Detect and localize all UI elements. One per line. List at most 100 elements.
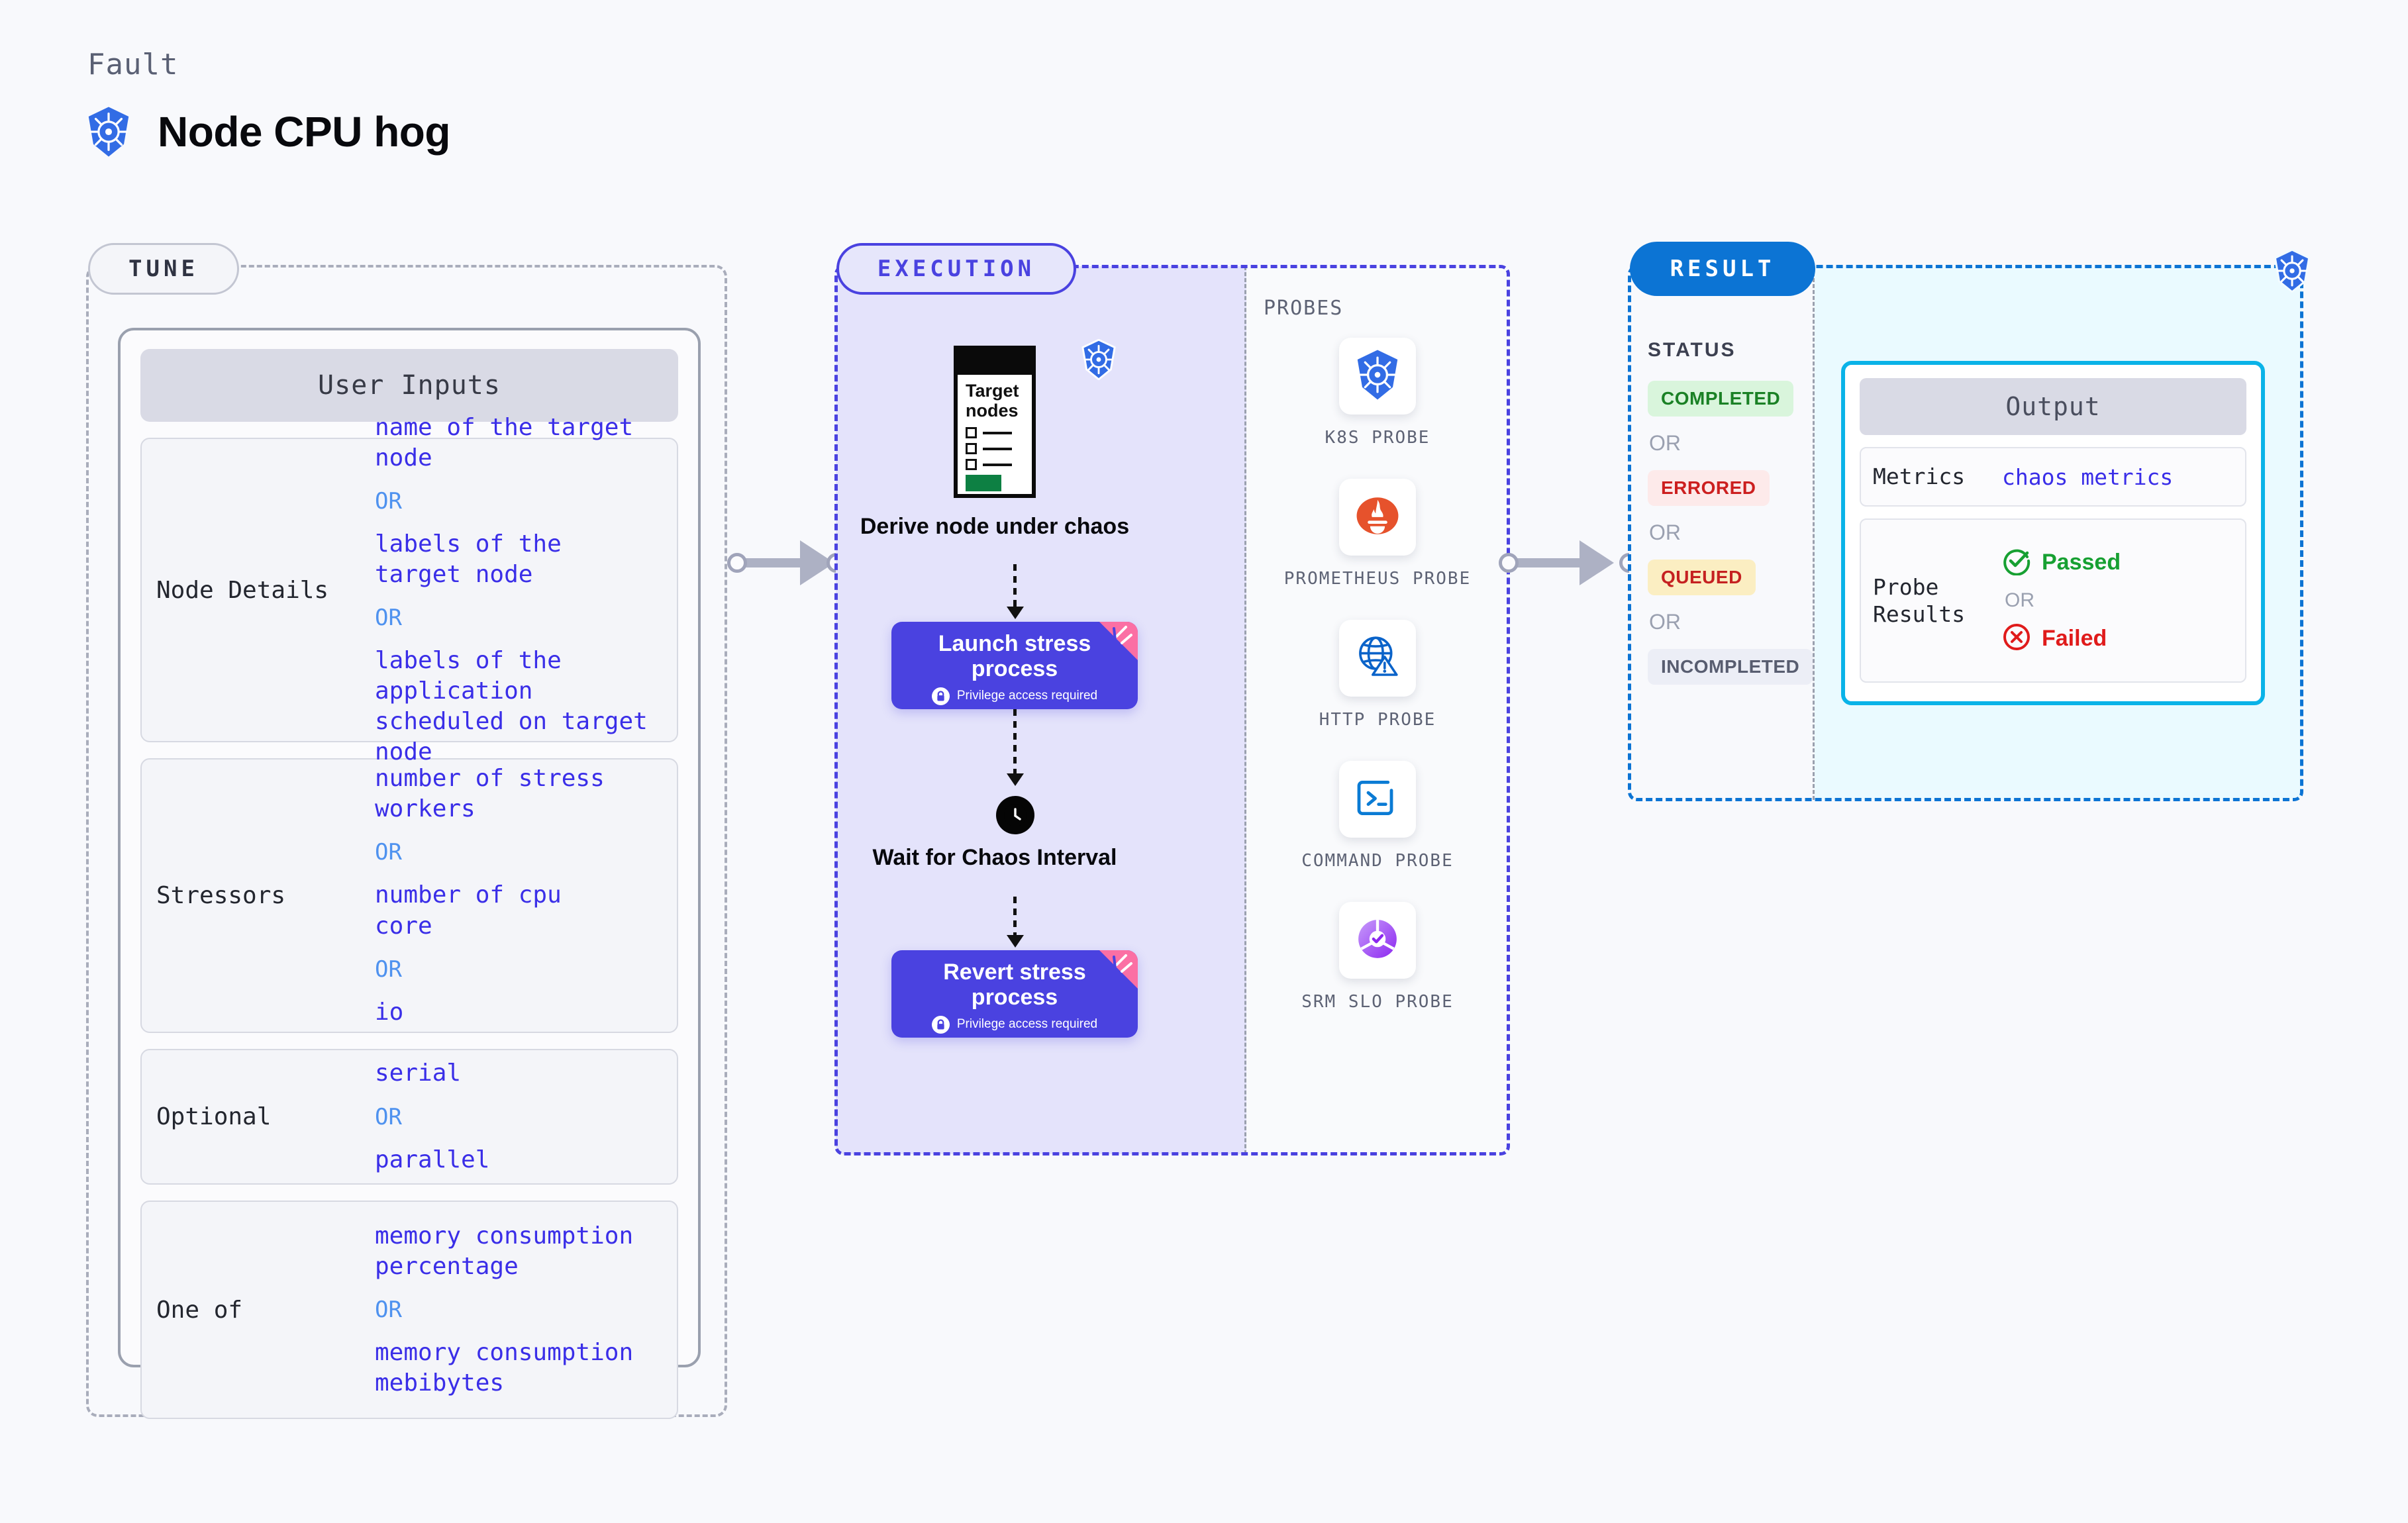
action-title: Launch stress process <box>938 631 1091 682</box>
row-values: serial OR parallel <box>375 1058 662 1175</box>
execution-flow: Target nodes Derive node under chaos Lau… <box>836 266 1246 1154</box>
fault-eyebrow: Fault <box>87 48 179 81</box>
or-separator: OR <box>375 487 402 515</box>
or-separator: OR <box>375 1297 402 1323</box>
check-circle-icon <box>2002 546 2031 579</box>
output-row-probe-results: Probe Results Passed OR <box>1860 518 2246 683</box>
kubernetes-icon <box>85 106 132 158</box>
passed-label: Passed <box>2042 550 2121 575</box>
harness-ribbon-icon <box>1099 950 1138 989</box>
row-values: memory consumption percentage OR memory … <box>375 1221 662 1399</box>
checkbox-icon <box>966 427 977 439</box>
probes-section-label: PROBES <box>1264 297 1344 320</box>
row-values: name of the target node OR labels of the… <box>375 413 662 768</box>
row-label: One of <box>156 1296 243 1324</box>
output-title: Output <box>1860 378 2246 435</box>
probe-tile <box>1339 338 1416 415</box>
flow-arrowhead <box>1007 773 1024 786</box>
probe-item-srm-slo[interactable]: SRM SLO PROBE <box>1246 902 1509 1014</box>
terminal-icon <box>1354 777 1401 822</box>
fault-title-row: Node CPU hog <box>85 106 450 158</box>
tune-pill[interactable]: TUNE <box>88 243 239 295</box>
probe-label: K8S PROBE <box>1325 428 1430 448</box>
document-topbar <box>958 350 1032 375</box>
value-text: memory consumption mebibytes <box>375 1339 634 1397</box>
page-title: Node CPU hog <box>158 108 450 156</box>
user-inputs-card: User Inputs Node Details name of the tar… <box>118 328 701 1419</box>
metrics-value: chaos metrics <box>2002 464 2174 490</box>
target-nodes-document: Target nodes <box>954 346 1036 498</box>
clock-icon <box>996 796 1034 834</box>
line-placeholder <box>983 431 1012 434</box>
output-card: Output Metrics chaos metrics Probe Resul… <box>1841 361 2265 705</box>
action-note-text: Privilege access required <box>956 1017 1098 1032</box>
or-separator: OR <box>375 605 402 631</box>
flow-arrowhead <box>1007 935 1024 948</box>
probes-list: K8S PROBE PROMETHEUS PROBE <box>1246 338 1509 1043</box>
kubernetes-icon <box>2272 248 2313 296</box>
flow-connector <box>1013 897 1017 938</box>
connector-line <box>736 558 815 567</box>
probe-label: SRM SLO PROBE <box>1301 992 1454 1012</box>
or-separator: OR <box>1649 520 1681 544</box>
probe-item-command[interactable]: COMMAND PROBE <box>1246 761 1509 873</box>
globe-warning-icon <box>1354 633 1401 684</box>
value-text: io <box>375 998 404 1026</box>
value-text: name of the target node <box>375 413 634 471</box>
action-launch-stress-process[interactable]: Launch stress process Privilege access r… <box>891 622 1138 709</box>
action-note-text: Privilege access required <box>956 689 1098 703</box>
or-separator: OR <box>375 839 402 866</box>
probe-item-prometheus[interactable]: PROMETHEUS PROBE <box>1246 479 1509 591</box>
x-circle-icon <box>2002 622 2031 655</box>
connector-dot-start <box>727 553 747 573</box>
probe-tile <box>1339 479 1416 556</box>
probe-item-k8s[interactable]: K8S PROBE <box>1246 338 1509 450</box>
step-caption-derive-node: Derive node under chaos <box>860 514 1130 539</box>
action-note: Privilege access required <box>891 687 1138 705</box>
line-placeholder <box>983 463 1012 466</box>
probe-item-http[interactable]: HTTP PROBE <box>1246 620 1509 732</box>
value-text: memory consumption percentage <box>375 1222 634 1280</box>
probe-label: COMMAND PROBE <box>1301 851 1454 871</box>
action-revert-stress-process[interactable]: Revert stress process Privilege access r… <box>891 950 1138 1038</box>
kubernetes-icon <box>1079 338 1118 383</box>
tune-row-stressors: Stressors number of stress workers OR nu… <box>140 758 678 1033</box>
checklist-item <box>966 427 1024 439</box>
execution-pill[interactable]: EXECUTION <box>836 243 1076 295</box>
prometheus-icon <box>1353 491 1402 544</box>
status-badge-incompleted: INCOMPLETED <box>1648 649 1813 685</box>
or-separator: OR <box>1649 610 1681 634</box>
flow-connector <box>1013 564 1017 609</box>
line-placeholder <box>983 447 1012 450</box>
row-label: Stressors <box>156 882 286 909</box>
status-badge-queued: QUEUED <box>1648 560 1756 595</box>
status-list: COMPLETED OR ERRORED OR QUEUED OR INCOMP… <box>1648 381 1813 685</box>
row-label: Optional <box>156 1103 272 1130</box>
checkbox-icon <box>966 459 977 471</box>
value-text: serial <box>375 1059 462 1087</box>
checklist-item <box>966 443 1024 455</box>
or-separator: OR <box>2005 589 2034 611</box>
probe-result-passed: Passed <box>2002 546 2233 579</box>
probe-tile <box>1339 761 1416 838</box>
or-separator: OR <box>1649 431 1681 455</box>
probe-result-values: Passed OR Failed <box>2002 546 2233 655</box>
lock-icon <box>931 1015 950 1034</box>
execution-region <box>834 265 1510 1155</box>
kubernetes-icon <box>1354 349 1401 404</box>
connector-arrowhead <box>1580 540 1614 585</box>
result-pill[interactable]: RESULT <box>1630 242 1815 296</box>
or-separator: OR <box>375 1103 402 1130</box>
checklist-item <box>966 459 1024 471</box>
checkbox-icon <box>966 443 977 455</box>
action-note: Privilege access required <box>891 1015 1138 1034</box>
value-text: parallel <box>375 1146 490 1173</box>
action-title: Revert stress process <box>943 959 1086 1010</box>
row-label: Probe Results <box>1873 573 1966 627</box>
connector-dot-start <box>1499 553 1519 573</box>
output-row-metrics: Metrics chaos metrics <box>1860 447 2246 507</box>
value-text: number of stress workers <box>375 765 605 823</box>
probe-label: PROMETHEUS PROBE <box>1283 569 1472 589</box>
flow-arrowhead <box>1007 607 1024 619</box>
